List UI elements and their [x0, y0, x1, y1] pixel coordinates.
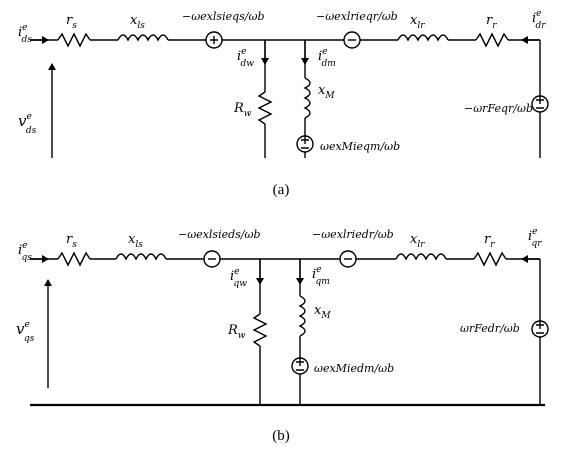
source2-label: −ωexlriedr/ωb [312, 228, 394, 241]
rw-label: Rw [227, 323, 246, 341]
rotor-speed-voltage-source [343, 31, 361, 49]
rotor-flux-source-label: −ωrFeqr/ωb [464, 102, 533, 115]
stator-resistor-rs [57, 251, 91, 267]
source1-label: −ωexlsieqs/ωb [182, 10, 265, 23]
xlr-label: xlr [410, 13, 425, 31]
source1-label: −ωexlsieds/ωb [178, 228, 261, 241]
rr-label: rr [484, 232, 495, 250]
xls-label: xls [128, 232, 143, 250]
source2-label: −ωexlrieqr/ωb [316, 10, 398, 23]
rr-label: rr [486, 13, 497, 31]
xls-label: xls [130, 13, 145, 31]
rotor-leakage-inductor-xlr [397, 34, 449, 42]
stator-speed-voltage-source [203, 250, 221, 268]
rotor-resistor-rr [475, 32, 509, 48]
magnetizing-source-label: ωexMiedm/ωb [314, 362, 394, 375]
rotor-flux-voltage-source [531, 320, 549, 338]
rw-label: Rw [233, 101, 252, 119]
stator-leakage-inductor-xls [117, 34, 169, 42]
rotor-flux-source-label: ωrFedr/ωb [460, 322, 520, 335]
rotor-flux-voltage-source [531, 95, 549, 113]
xlr-label: xlr [410, 232, 425, 250]
rs-label: rs [66, 232, 77, 250]
xm-label: xM [314, 303, 331, 321]
rotor-resistor-rr [473, 251, 507, 267]
rs-label: rs [66, 13, 77, 31]
magnetizing-inductor-xm [303, 77, 311, 119]
magnetizing-source-label: ωexMieqm/ωb [320, 140, 400, 153]
core-loss-resistor-rw [257, 91, 273, 125]
stator-resistor-rs [57, 32, 91, 48]
stator-leakage-inductor-xls [115, 253, 167, 261]
caption-a: (a) [273, 182, 290, 198]
core-loss-resistor-rw [252, 313, 268, 347]
rotor-speed-voltage-source [339, 250, 357, 268]
magnetizing-voltage-source [296, 135, 314, 153]
magnetizing-inductor-xm [298, 295, 306, 337]
caption-b: (b) [272, 428, 290, 444]
xm-label: xM [318, 83, 335, 101]
stator-speed-voltage-source [205, 31, 223, 49]
magnetizing-voltage-source [291, 357, 309, 375]
rotor-leakage-inductor-xlr [395, 253, 447, 261]
